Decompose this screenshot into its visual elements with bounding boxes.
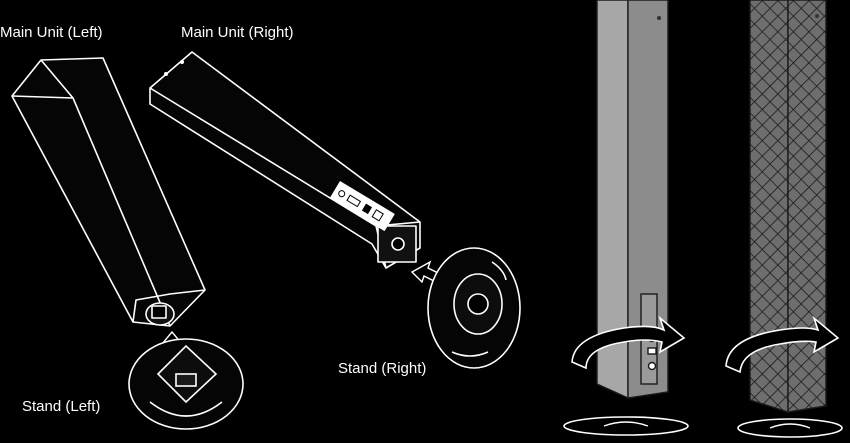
- main-unit-left-illustration: [11, 57, 206, 327]
- rotate-arrow-icon-2: [725, 315, 840, 374]
- control-panel-label: [329, 181, 395, 232]
- base-shadow-right: [737, 418, 843, 438]
- speaker-tower-grille-view: [749, 0, 827, 413]
- stand-right-illustration: [427, 247, 521, 369]
- stand-left-illustration: [128, 338, 244, 430]
- label-stand-left: Stand (Left): [22, 398, 101, 415]
- label-main-unit-left: Main Unit (Left): [0, 24, 103, 41]
- base-shadow-left: [563, 416, 689, 436]
- main-unit-right-illustration: [149, 51, 421, 269]
- label-main-unit-right: Main Unit (Right): [181, 24, 294, 41]
- speaker-tower-panel-view: [596, 0, 669, 400]
- label-stand-right: Stand (Right): [338, 360, 427, 377]
- rotate-arrow-icon: [571, 315, 686, 370]
